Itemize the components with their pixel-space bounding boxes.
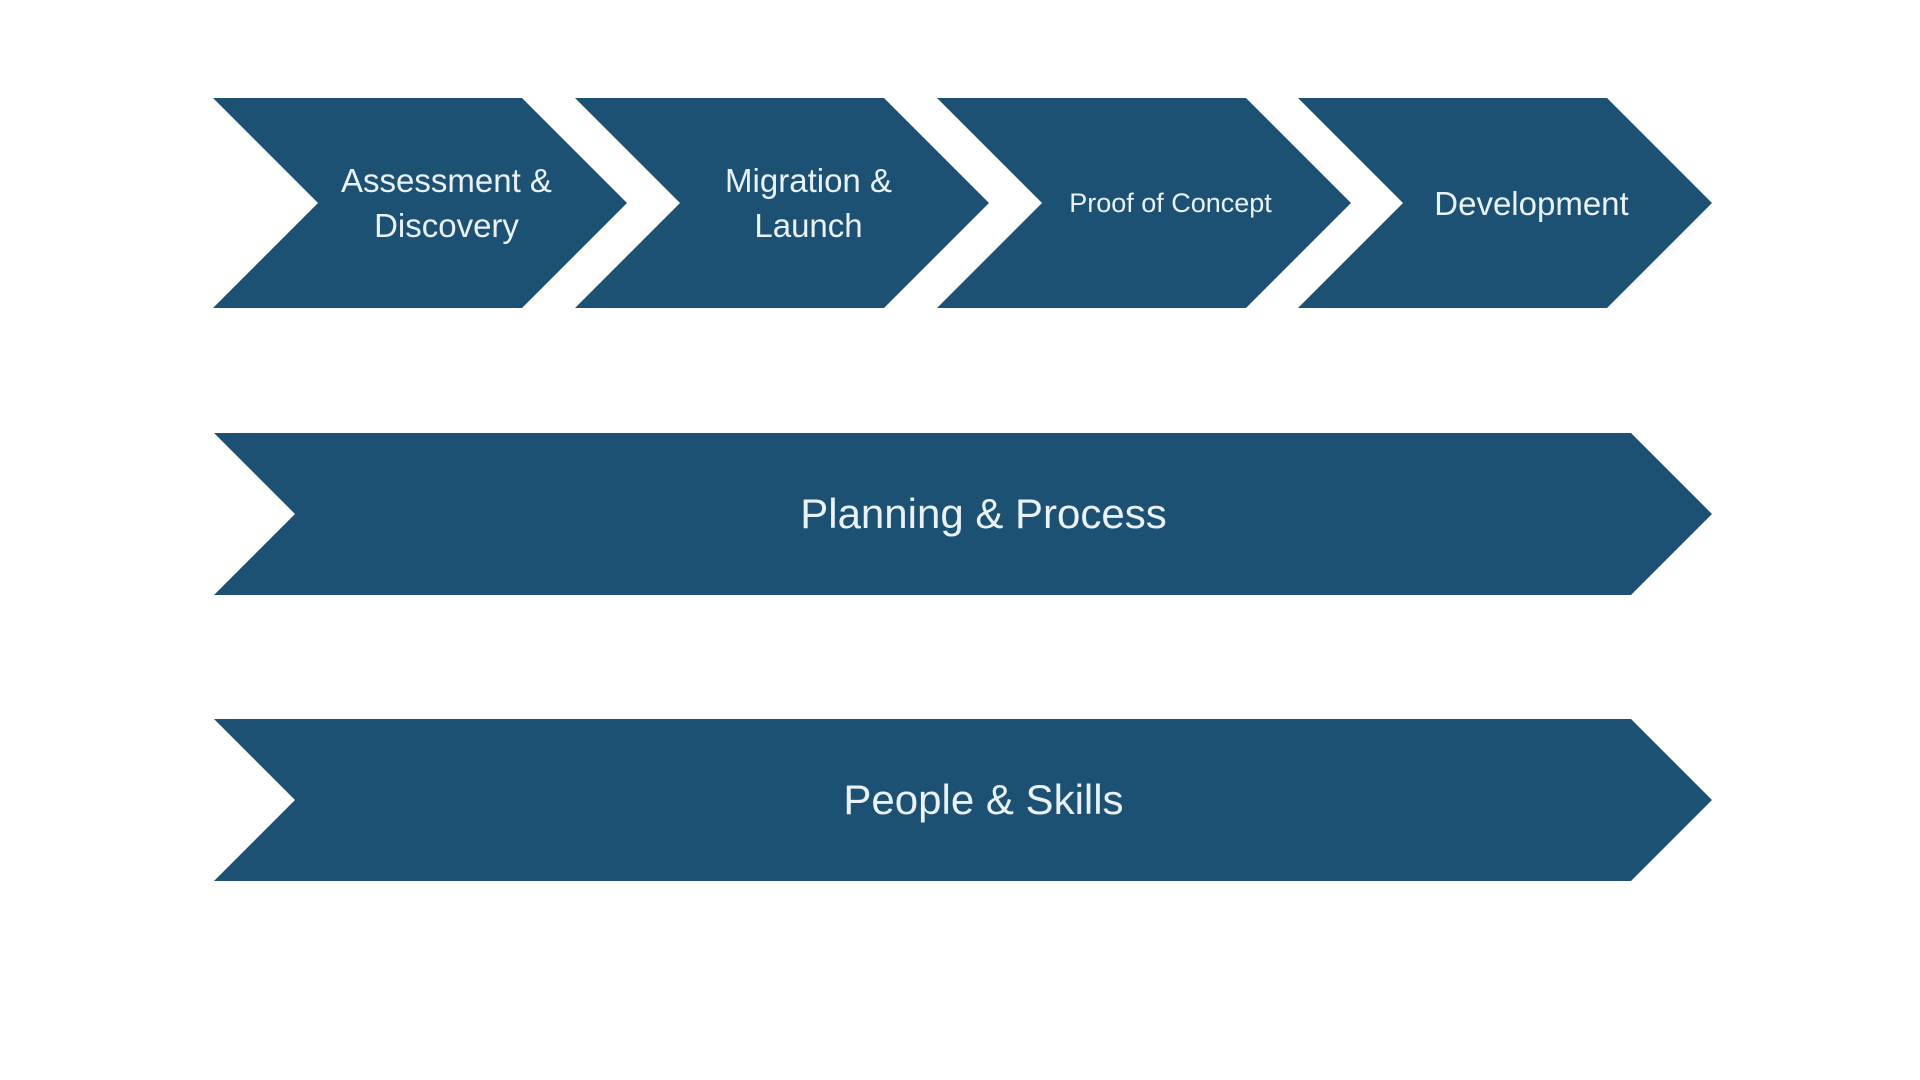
stage-chevron-migration-launch: Migration & Launch (575, 98, 989, 308)
stage-label: Development (1434, 181, 1628, 226)
band-label: Planning & Process (800, 490, 1167, 537)
stage-chevron-assessment-discovery: Assessment & Discovery (213, 98, 627, 308)
stage-label: Migration & Launch (725, 158, 892, 248)
stage-label-line-1: Assessment & (341, 162, 552, 199)
stage-label: Assessment & Discovery (341, 158, 552, 248)
band-chevron-planning-process: Planning & Process (214, 433, 1712, 595)
stage-label-line-2: Launch (754, 207, 863, 244)
stage-chevron-proof-of-concept: Proof of Concept (937, 98, 1351, 308)
stage-label-line-1: Proof of Concept (1069, 187, 1272, 218)
stage-label-line-1: Development (1434, 184, 1629, 222)
stage-chevron-development: Development (1298, 98, 1712, 308)
band-chevron-people-skills: People & Skills (214, 719, 1712, 881)
stage-label-line-1: Migration & (725, 162, 892, 199)
band-label: People & Skills (843, 776, 1124, 823)
stage-label-line-2: Discovery (374, 207, 519, 244)
stage-label: Proof of Concept (1069, 181, 1272, 226)
